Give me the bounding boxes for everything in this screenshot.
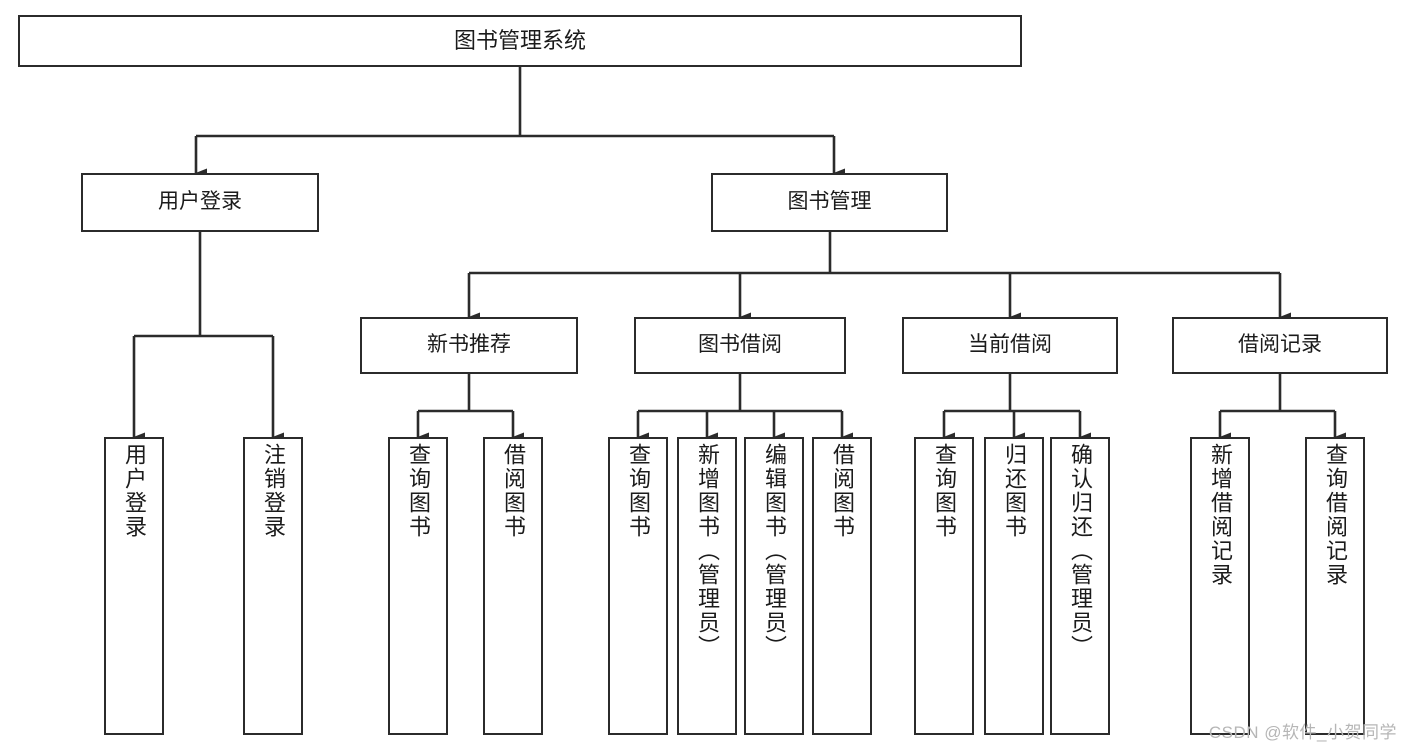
node-book-borrow[interactable]: 图书借阅 [634, 317, 846, 374]
node-borrow-record-label: 借阅记录 [1238, 333, 1322, 357]
node-leaf-query-book-rec[interactable]: 查询图书 [388, 437, 448, 735]
node-leaf-query-book-borrow-label: 查询图书 [626, 443, 651, 539]
node-leaf-add-borrow-record[interactable]: 新增借阅记录 [1190, 437, 1250, 735]
node-root-label: 图书管理系统 [453, 28, 586, 54]
node-book-borrow-label: 图书借阅 [698, 333, 782, 357]
node-new-book-recommend[interactable]: 新书推荐 [360, 317, 578, 374]
node-leaf-query-book-cur-label: 查询图书 [932, 443, 957, 539]
node-leaf-return-book-label: 归还图书 [1002, 443, 1027, 539]
node-leaf-add-book-admin-label: 新增图书（管理员） [695, 443, 720, 659]
watermark-text: CSDN @软件_小贺同学 [1208, 723, 1397, 742]
node-book-management-label: 图书管理 [787, 190, 872, 214]
node-leaf-user-logout-label: 注销登录 [261, 443, 286, 539]
node-leaf-user-logout[interactable]: 注销登录 [243, 437, 303, 735]
node-leaf-edit-book-admin[interactable]: 编辑图书（管理员） [744, 437, 804, 735]
node-leaf-confirm-return-admin-label: 确认归还（管理员） [1068, 443, 1093, 659]
node-leaf-borrow-book-label: 借阅图书 [830, 443, 855, 539]
node-leaf-edit-book-admin-label: 编辑图书（管理员） [762, 443, 787, 659]
node-user-login-label: 用户登录 [158, 190, 242, 214]
node-current-borrow-label: 当前借阅 [968, 333, 1052, 357]
node-leaf-add-borrow-record-label: 新增借阅记录 [1208, 443, 1233, 587]
node-user-login[interactable]: 用户登录 [81, 173, 319, 232]
node-leaf-borrow-book-rec[interactable]: 借阅图书 [483, 437, 543, 735]
node-current-borrow[interactable]: 当前借阅 [902, 317, 1118, 374]
node-leaf-confirm-return-admin[interactable]: 确认归还（管理员） [1050, 437, 1110, 735]
node-leaf-return-book[interactable]: 归还图书 [984, 437, 1044, 735]
node-leaf-query-book-cur[interactable]: 查询图书 [914, 437, 974, 735]
node-leaf-query-borrow-record-label: 查询借阅记录 [1323, 443, 1348, 587]
node-leaf-query-book-borrow[interactable]: 查询图书 [608, 437, 668, 735]
node-leaf-user-login-label: 用户登录 [122, 443, 147, 539]
node-root[interactable]: 图书管理系统 [18, 15, 1022, 67]
tree-connectors [132, 67, 1346, 442]
node-leaf-borrow-book[interactable]: 借阅图书 [812, 437, 872, 735]
node-leaf-borrow-book-rec-label: 借阅图书 [501, 443, 526, 539]
node-borrow-record[interactable]: 借阅记录 [1172, 317, 1388, 374]
node-new-book-recommend-label: 新书推荐 [427, 333, 511, 357]
node-leaf-query-borrow-record[interactable]: 查询借阅记录 [1305, 437, 1365, 735]
node-leaf-add-book-admin[interactable]: 新增图书（管理员） [677, 437, 737, 735]
node-leaf-query-book-rec-label: 查询图书 [406, 443, 431, 539]
node-book-management[interactable]: 图书管理 [711, 173, 948, 232]
node-leaf-user-login[interactable]: 用户登录 [104, 437, 164, 735]
